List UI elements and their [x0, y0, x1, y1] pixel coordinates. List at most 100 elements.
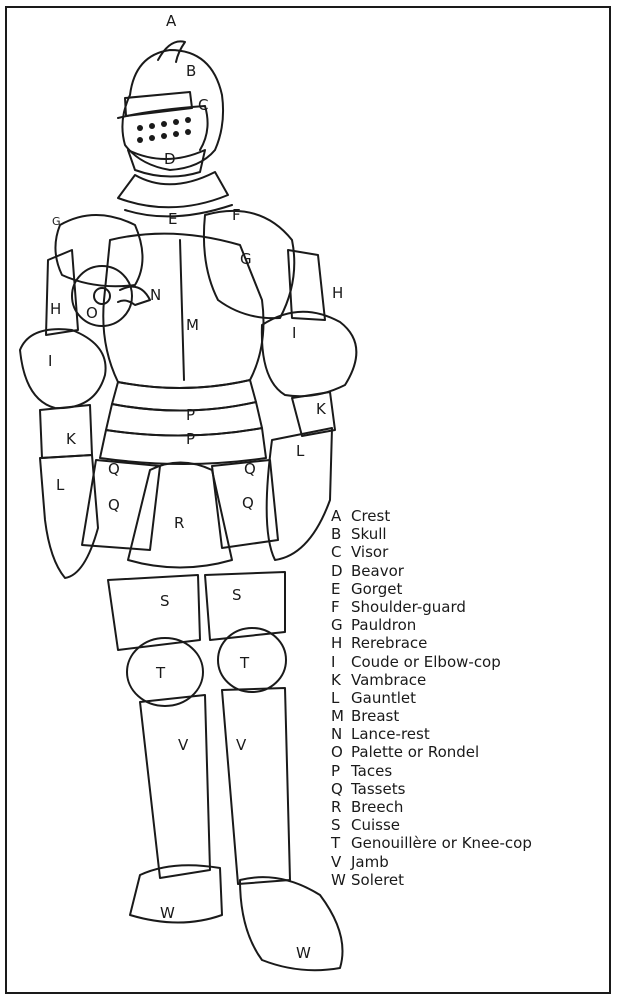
legend-name: Beavor	[351, 562, 404, 580]
legend-letter: D	[331, 562, 351, 580]
figure-label-b: B	[186, 64, 196, 79]
figure-label-g-left: G	[52, 216, 61, 227]
legend-name: Shoulder-guard	[351, 598, 466, 616]
legend-name: Gorget	[351, 580, 402, 598]
figure-label-s-right: S	[232, 588, 242, 603]
legend-letter: A	[331, 507, 351, 525]
figure-label-s-left: S	[160, 594, 170, 609]
figure-label-q-1: Q	[108, 462, 120, 477]
legend-row: CVisor	[331, 543, 609, 561]
legend-name: Rerebrace	[351, 634, 427, 652]
figure-label-e: E	[168, 212, 177, 227]
legend-row: LGauntlet	[331, 689, 609, 707]
figure-label-q-4: Q	[242, 496, 254, 511]
legend-letter: W	[331, 871, 351, 889]
figure-label-a: A	[166, 14, 176, 29]
figure-label-d: D	[164, 152, 176, 167]
legend-row: EGorget	[331, 580, 609, 598]
legend-name: Lance-rest	[351, 725, 430, 743]
couter-right	[262, 312, 357, 397]
legend-name: Jamb	[351, 853, 389, 871]
figure-label-v-left: V	[178, 738, 188, 753]
legend-row: TGenouillère or Knee-cop	[331, 834, 609, 852]
legend-letter: Q	[331, 780, 351, 798]
helmet-visor-slit	[125, 92, 192, 116]
figure-label-o: O	[86, 306, 98, 321]
figure-label-q-2: Q	[244, 462, 256, 477]
legend-name: Tassets	[351, 780, 405, 798]
legend-row: DBeavor	[331, 562, 609, 580]
rondel	[72, 266, 132, 326]
lance-rest	[118, 287, 150, 305]
legend-name: Visor	[351, 543, 388, 561]
legend-letter: T	[331, 834, 351, 852]
legend-name: Pauldron	[351, 616, 416, 634]
figure-label-g-right: G	[240, 252, 252, 267]
legend-letter: F	[331, 598, 351, 616]
legend-name: Genouillère or Knee-cop	[351, 834, 532, 852]
figure-label-w-right: W	[296, 946, 311, 961]
figure-label-c: C	[198, 98, 208, 113]
figure-label-i-right: I	[292, 326, 296, 341]
legend-letter: V	[331, 853, 351, 871]
legend-name: Cuisse	[351, 816, 400, 834]
cuisse-right	[205, 572, 285, 640]
legend-row: RBreech	[331, 798, 609, 816]
legend-row: VJamb	[331, 853, 609, 871]
figure-label-l-right: L	[296, 444, 304, 459]
gauntlet-left	[40, 455, 98, 578]
legend-row: QTassets	[331, 780, 609, 798]
jamb-right	[222, 688, 290, 884]
figure-label-p-1: P	[186, 408, 195, 423]
legend-name: Skull	[351, 525, 387, 543]
figure-label-t-right: T	[240, 656, 249, 671]
legend-letter: M	[331, 707, 351, 725]
legend-name: Coude or Elbow-cop	[351, 653, 501, 671]
figure-label-r: R	[174, 516, 184, 531]
visor-breaths	[137, 117, 191, 143]
legend-name: Breech	[351, 798, 403, 816]
legend-row: GPauldron	[331, 616, 609, 634]
parts-legend: ACrest BSkull CVisor DBeavor EGorget FSh…	[331, 507, 609, 889]
figure-label-w-left: W	[160, 906, 175, 921]
figure-label-l-left: L	[56, 478, 64, 493]
legend-name: Soleret	[351, 871, 404, 889]
legend-row: KVambrace	[331, 671, 609, 689]
jamb-left	[140, 695, 210, 878]
legend-name: Palette or Rondel	[351, 743, 479, 761]
figure-label-f: F	[232, 208, 241, 223]
taces-2	[106, 402, 262, 436]
legend-row: NLance-rest	[331, 725, 609, 743]
helmet-visor	[118, 106, 208, 150]
legend-letter: E	[331, 580, 351, 598]
legend-row: OPalette or Rondel	[331, 743, 609, 761]
figure-label-q-3: Q	[108, 498, 120, 513]
legend-name: Crest	[351, 507, 390, 525]
legend-row: ICoude or Elbow-cop	[331, 653, 609, 671]
legend-name: Vambrace	[351, 671, 426, 689]
legend-row: SCuisse	[331, 816, 609, 834]
legend-name: Taces	[351, 762, 392, 780]
couter-left	[20, 329, 106, 408]
figure-label-h-right: H	[332, 286, 343, 301]
soleret-right	[240, 877, 343, 970]
figure-label-v-right: V	[236, 738, 246, 753]
legend-letter: O	[331, 743, 351, 761]
legend-name: Breast	[351, 707, 399, 725]
figure-label-k-right: K	[316, 402, 326, 417]
legend-row: HRerebrace	[331, 634, 609, 652]
legend-letter: P	[331, 762, 351, 780]
legend-letter: K	[331, 671, 351, 689]
legend-row: ACrest	[331, 507, 609, 525]
legend-name: Gauntlet	[351, 689, 416, 707]
legend-row: MBreast	[331, 707, 609, 725]
legend-letter: B	[331, 525, 351, 543]
legend-row: WSoleret	[331, 871, 609, 889]
figure-label-h-left: H	[50, 302, 61, 317]
legend-letter: L	[331, 689, 351, 707]
legend-letter: H	[331, 634, 351, 652]
figure-label-k-left: K	[66, 432, 76, 447]
taces-3	[100, 428, 266, 464]
figure-label-i-left: I	[48, 354, 52, 369]
legend-letter: I	[331, 653, 351, 671]
